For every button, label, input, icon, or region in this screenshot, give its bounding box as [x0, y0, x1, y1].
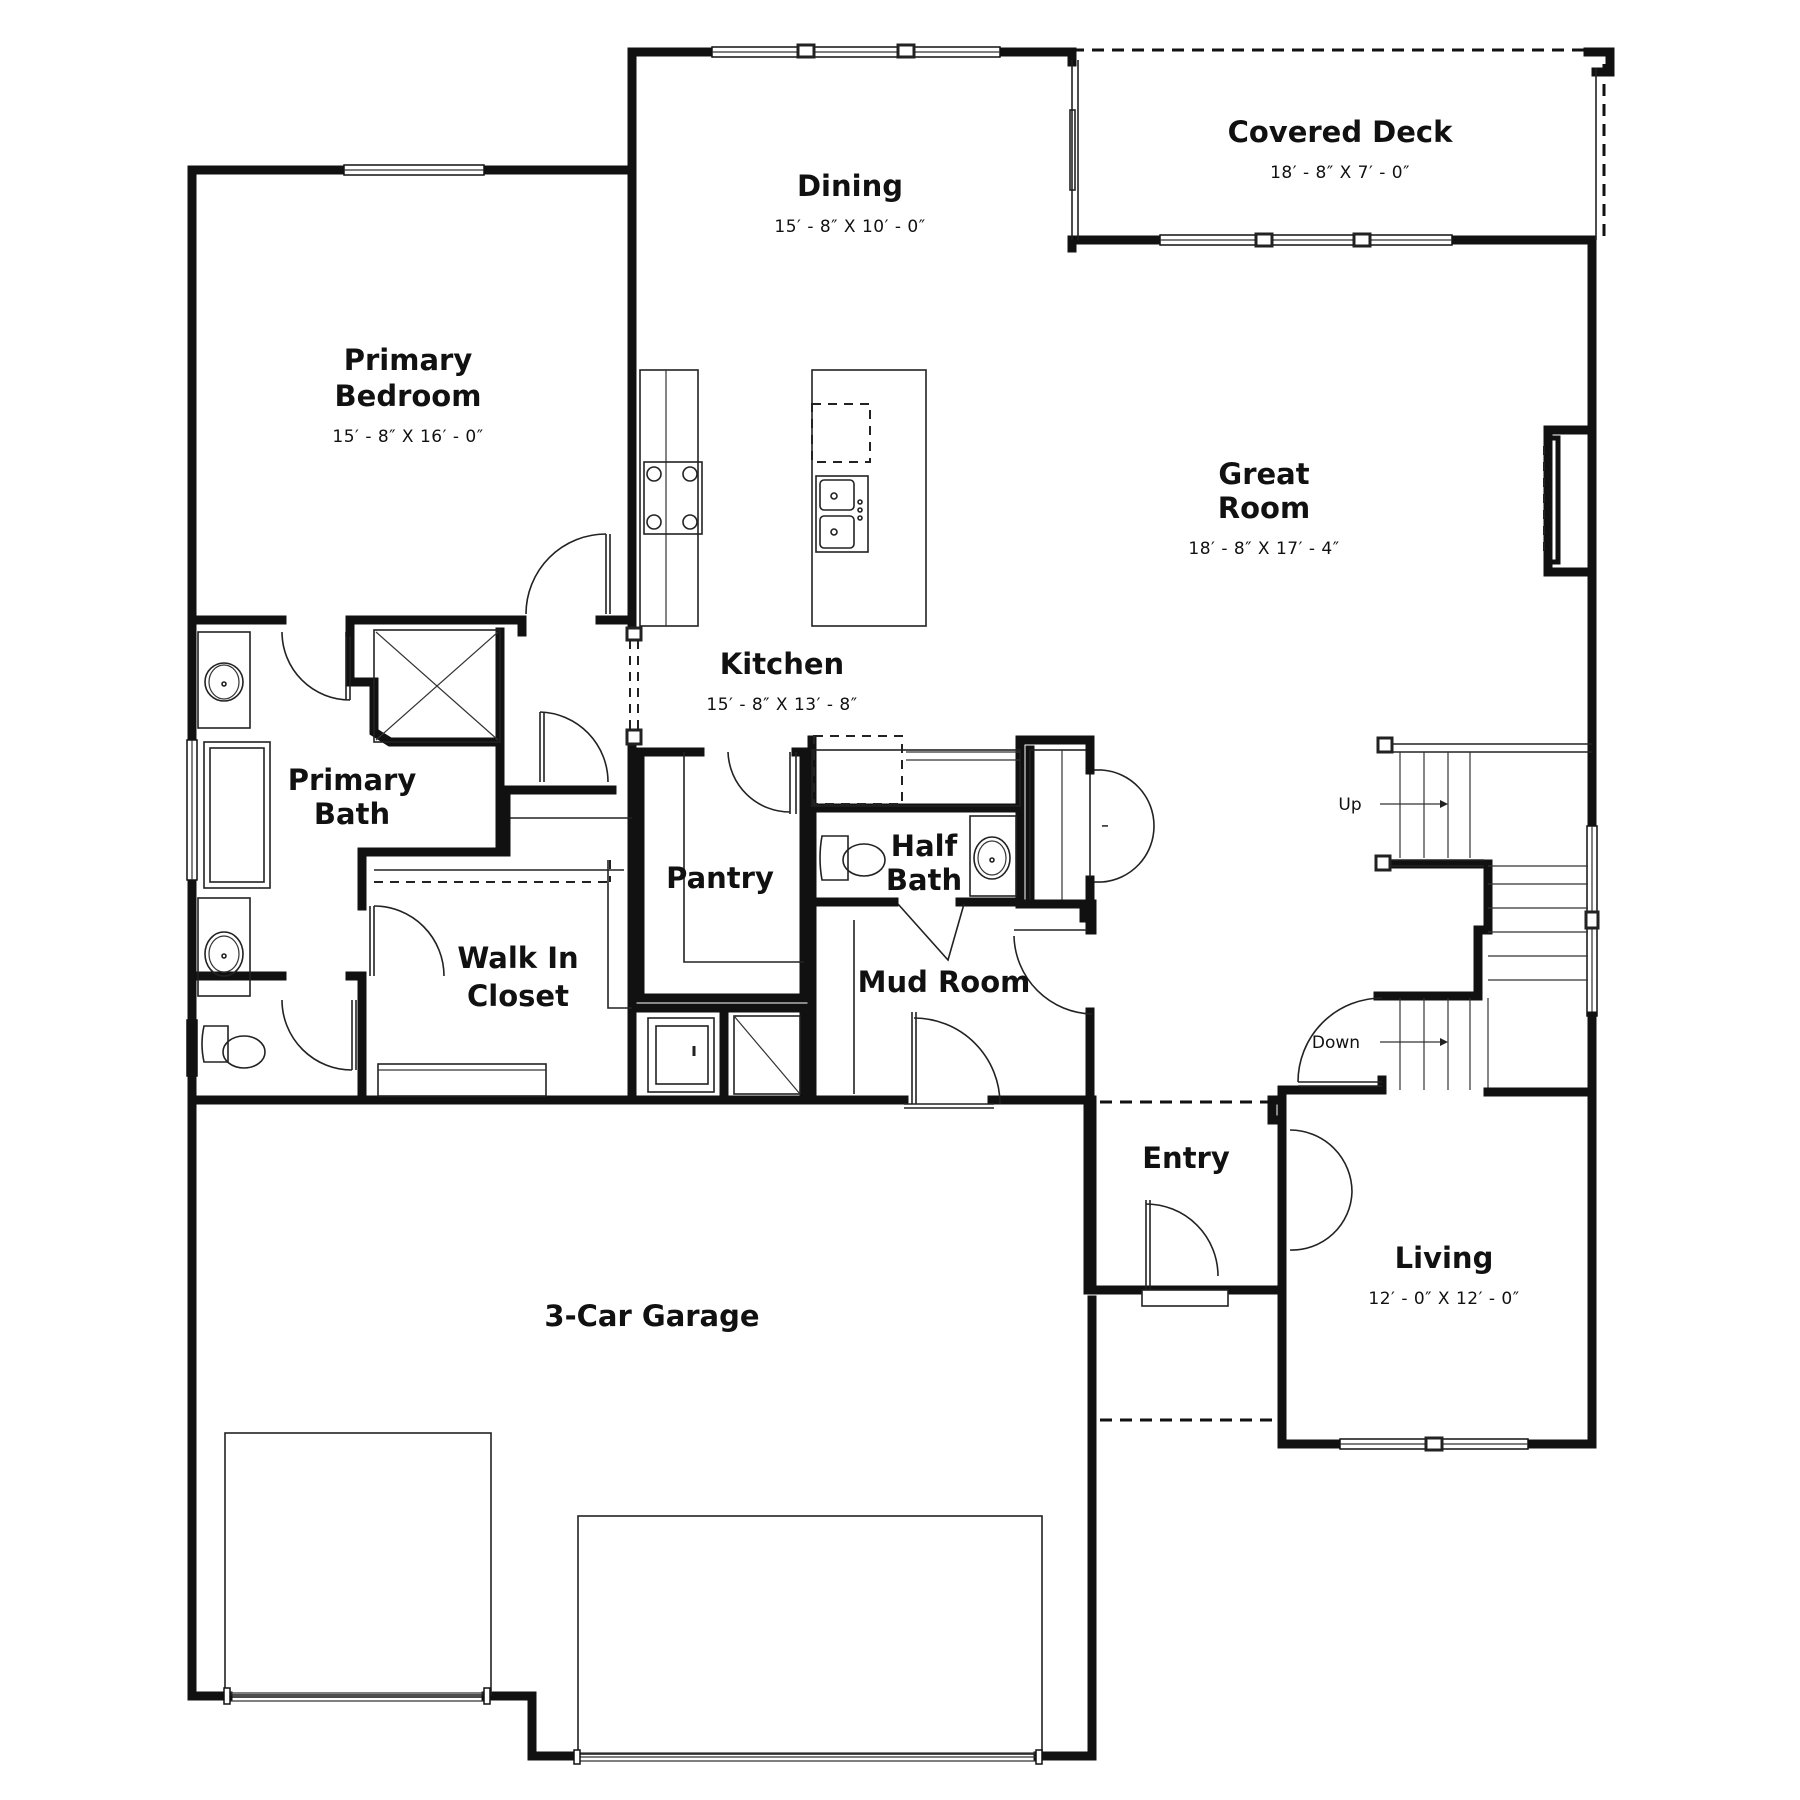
primary-bath-name-line2: Bath — [314, 797, 390, 831]
living-name: Living — [1395, 1241, 1494, 1275]
great-room-dimensions: 18′ - 8″ X 17′ - 4″ — [1188, 539, 1339, 559]
great-room-name-line2: Room — [1218, 491, 1310, 525]
primary-bedroom-name-line1: Primary — [344, 343, 473, 377]
entry-name: Entry — [1142, 1141, 1230, 1175]
pantry-fixtures — [683, 751, 804, 963]
mud-room-fixtures — [853, 899, 1097, 1109]
staircase — [1297, 736, 1597, 1097]
half-bath-name-line1: Half — [891, 829, 958, 863]
mud-room-name: Mud Room — [858, 965, 1031, 999]
walk-in-closet-name-line2: Closet — [467, 979, 569, 1013]
covered-deck-dimensions: 18′ - 8″ X 7′ - 0″ — [1270, 163, 1410, 183]
dining-dimensions: 15′ - 8″ X 10′ - 0″ — [774, 217, 925, 237]
fireplace — [1543, 425, 1597, 577]
half-bath-fixtures — [819, 815, 1017, 962]
dining-name: Dining — [797, 169, 903, 203]
covered-deck-name: Covered Deck — [1228, 115, 1454, 149]
stairs-up-label: Up — [1338, 795, 1361, 815]
stairs-down-label: Down — [1312, 1033, 1360, 1053]
exterior-walls — [187, 47, 1615, 1761]
walk-in-closet-fixtures — [369, 860, 632, 1097]
garage-name: 3-Car Garage — [544, 1299, 759, 1333]
half-bath-name-line2: Bath — [886, 863, 962, 897]
primary-bath-name-line1: Primary — [288, 763, 417, 797]
kitchen-name: Kitchen — [720, 647, 844, 681]
pantry-name: Pantry — [666, 861, 774, 895]
walk-in-closet-name-line1: Walk In — [457, 941, 578, 975]
primary-bedroom-dimensions: 15′ - 8″ X 16′ - 0″ — [332, 427, 483, 447]
primary-bath-fixtures — [187, 615, 501, 1105]
great-room-name-line1: Great — [1218, 457, 1309, 491]
kitchen-fixtures — [625, 369, 1021, 807]
entry-fixtures — [1100, 1100, 1353, 1422]
living-dimensions: 12′ - 0″ X 12′ - 0″ — [1368, 1289, 1519, 1309]
laundry-fixtures — [647, 1015, 801, 1095]
covered-deck-structure — [1069, 48, 1606, 240]
primary-bedroom-name-line2: Bedroom — [335, 379, 482, 413]
room-outlines — [223, 1432, 1043, 1765]
room-labels: Covered Deck 18′ - 8″ X 7′ - 0″ Dining 1… — [288, 115, 1519, 1333]
hall-closet — [501, 533, 632, 857]
kitchen-dimensions: 15′ - 8″ X 13′ - 8″ — [706, 695, 857, 715]
